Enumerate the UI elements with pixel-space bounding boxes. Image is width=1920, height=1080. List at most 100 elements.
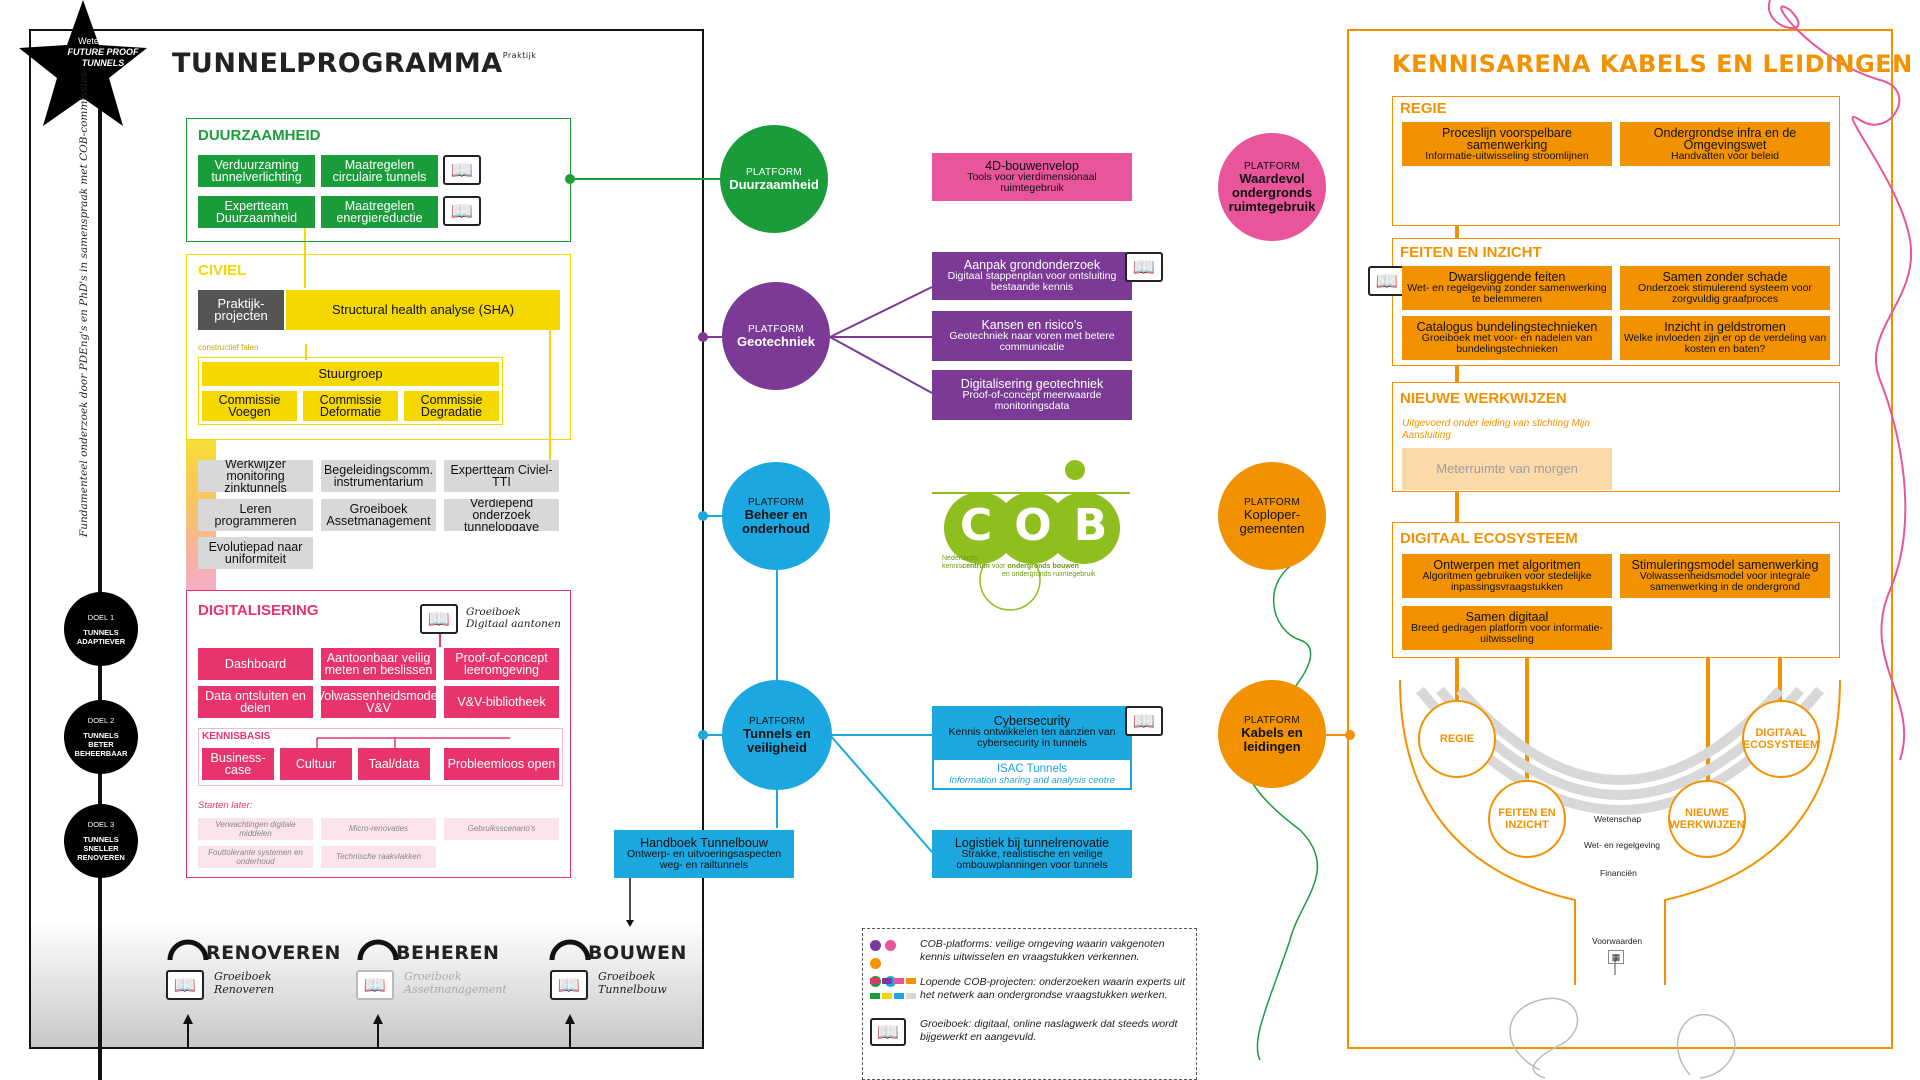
- data-ontsluiten[interactable]: Data ontsluiten en delen: [198, 686, 313, 718]
- commissie-degradatie[interactable]: Commissie Degradatie: [404, 391, 499, 421]
- proof-of-concept[interactable]: Proof-of-concept leeromgeving: [444, 648, 559, 680]
- platform-label: PLATFORM: [747, 496, 805, 508]
- goal-2: DOEL 2 TUNNELS BETER BEHEERBAAR: [64, 700, 138, 774]
- project-kansen[interactable]: Kansen en risico's Geotechniek naar vore…: [932, 311, 1132, 361]
- praktijk-projecten[interactable]: Praktijk-projecten: [198, 290, 284, 330]
- grey-item-5[interactable]: Groeiboek Assetmanagement: [321, 499, 436, 531]
- project-grondonderzoek[interactable]: Aanpak grondonderzoek Digitaal stappenpl…: [932, 252, 1132, 300]
- platform-name: Geotechniek: [736, 333, 816, 349]
- vv-bibliotheek[interactable]: V&V-bibliotheek: [444, 686, 559, 718]
- kennisbasis-title: KENNISBASIS: [202, 731, 271, 742]
- project-title: 4D-bouwenvelop: [985, 159, 1079, 173]
- project-sub: Tools voor vierdimensionaal ruimtegebrui…: [967, 171, 1097, 194]
- star-label: Wetenschap FUTURE PROOF TUNNELS: [56, 36, 150, 69]
- duurzaam-item-1[interactable]: Verduurzaming tunnelverlichting: [198, 155, 315, 187]
- volwassenheidsmodel[interactable]: Volwassenheidsmodel V&V: [321, 686, 436, 718]
- book-icon[interactable]: 📖: [1125, 252, 1163, 282]
- bouwen-title: BOUWEN: [588, 942, 687, 964]
- book-icon[interactable]: 📖: [1368, 266, 1406, 296]
- kennisbasis-frame: [198, 728, 563, 786]
- book-icon[interactable]: 📖: [420, 604, 458, 634]
- platform-beheer[interactable]: PLATFORM Beheer en onderhoud: [722, 462, 830, 570]
- eco-item-1[interactable]: Ontwerpen met algoritmen Algoritmen gebr…: [1402, 554, 1612, 598]
- meterruimte-box[interactable]: Meterruimte van morgen: [1402, 448, 1612, 490]
- stuurgroep-box[interactable]: Stuurgroep: [202, 362, 499, 386]
- book-icon[interactable]: 📖: [1125, 706, 1163, 736]
- cob-logo-letters: COB: [960, 500, 1130, 551]
- platform-ruimtegebruik[interactable]: PLATFORM Waardevol ondergronds ruimtegeb…: [1218, 133, 1326, 241]
- grey-item-1[interactable]: Werkwijzer monitoring zinktunnels: [198, 460, 313, 492]
- duurzaamheid-title: DUURZAAMHEID: [198, 127, 321, 144]
- feiten-item-3[interactable]: Catalogus bundelingstechnieken Groeiboek…: [1402, 316, 1612, 360]
- duurzaam-item-3[interactable]: Expertteam Duurzaamheid: [198, 196, 315, 228]
- duurzaam-item-2[interactable]: Maatregelen circulaire tunnels: [321, 155, 438, 187]
- dashboard[interactable]: Dashboard: [198, 648, 313, 680]
- groeiboek-renoveren: Groeiboek Renoveren: [214, 970, 275, 996]
- project-4d-bouwenvelop[interactable]: 4D-bouwenvelop Tools voor vierdimensiona…: [932, 153, 1132, 201]
- arc-label-wet: Wet- en regelgeving: [1584, 840, 1660, 850]
- book-icon[interactable]: 📖: [356, 970, 394, 1000]
- nieuwe-note: Uitgevoerd onder leiding van stichting M…: [1402, 418, 1590, 441]
- feiten-item-2[interactable]: Samen zonder schade Onderzoek stimuleren…: [1620, 266, 1830, 310]
- goal-1-text: TUNNELS ADAPTIEVER: [76, 627, 126, 646]
- book-icon[interactable]: 📖: [443, 155, 481, 185]
- platform-koplopers[interactable]: PLATFORM Koploper-gemeenten: [1218, 462, 1326, 570]
- duurzaam-item-4[interactable]: Maatregelen energiereductie: [321, 196, 438, 228]
- item-title: Ontwerpen met algoritmen: [1433, 558, 1581, 572]
- commissie-voegen[interactable]: Commissie Voegen: [202, 391, 297, 421]
- grey-item-3[interactable]: Expertteam Civiel-TTI: [444, 460, 559, 492]
- platform-duurzaamheid[interactable]: PLATFORM Duurzaamheid: [720, 125, 828, 233]
- project-logistiek[interactable]: Logistiek bij tunnelrenovatie Strakke, r…: [932, 830, 1132, 878]
- grey-item-7[interactable]: Evolutiepad naar uniformiteit: [198, 537, 313, 569]
- commissie-deformatie[interactable]: Commissie Deformatie: [303, 391, 398, 421]
- feiten-section: [1392, 238, 1840, 366]
- regie-title: REGIE: [1400, 100, 1447, 117]
- star-line1: FUTURE PROOF: [67, 47, 139, 57]
- project-sub: Proof-of-concept meerwaarde monitoringsd…: [962, 389, 1102, 412]
- item-sub: Informatie-uitwisseling stroomlijnen: [1425, 149, 1589, 162]
- platform-geotechniek[interactable]: PLATFORM Geotechniek: [722, 282, 830, 390]
- platform-label: PLATFORM: [1243, 496, 1301, 508]
- project-cybersecurity[interactable]: Cybersecurity Kennis ontwikkelen ten aan…: [932, 706, 1132, 758]
- business-case[interactable]: Business-case: [202, 748, 274, 780]
- regie-item-2[interactable]: Ondergrondse infra en de Omgevingswet Ha…: [1620, 122, 1830, 166]
- item-title: Ondergrondse infra en de Omgevingswet: [1653, 125, 1797, 152]
- goal-3-label: DOEL 3: [87, 820, 115, 829]
- regie-section: [1392, 96, 1840, 226]
- grey-item-2[interactable]: Begeleidingscomm. instrumentarium: [321, 460, 436, 492]
- platform-veiligheid[interactable]: PLATFORM Tunnels en veiligheid: [722, 680, 832, 790]
- eco-title: DIGITAAL ECOSYSTEEM: [1400, 530, 1578, 547]
- book-icon[interactable]: 📖: [443, 196, 481, 226]
- book-icon[interactable]: 📖: [166, 970, 204, 1000]
- eco-item-2[interactable]: Stimuleringsmodel samenwerking Volwassen…: [1620, 554, 1830, 598]
- platform-label: PLATFORM: [1243, 714, 1301, 726]
- platform-label: PLATFORM: [745, 166, 803, 178]
- goal-1: DOEL 1 TUNNELS ADAPTIEVER: [64, 592, 138, 666]
- book-icon[interactable]: 📖: [550, 970, 588, 1000]
- cultuur[interactable]: Cultuur: [280, 748, 352, 780]
- project-digitalisering-geotechniek[interactable]: Digitalisering geotechniek Proof-of-conc…: [932, 370, 1132, 420]
- eco-item-3[interactable]: Samen digitaal Breed gedragen platform v…: [1402, 606, 1612, 650]
- platform-name: Beheer en onderhoud: [742, 506, 810, 536]
- feiten-item-4[interactable]: Inzicht in geldstromen Welke invloeden z…: [1620, 316, 1830, 360]
- beheren-title: BEHEREN: [396, 942, 500, 964]
- project-handboek[interactable]: Handboek Tunnelbouw Ontwerp- en uitvoeri…: [614, 830, 794, 878]
- legend-platforms: COB-platforms: veilige omgeving waarin v…: [920, 938, 1165, 963]
- probleemloos-open[interactable]: Probleemloos open: [444, 748, 559, 780]
- item-title: Samen digitaal: [1465, 610, 1549, 624]
- grey-item-6[interactable]: Verdiepend onderzoek tunnelopgave: [444, 499, 559, 531]
- regie-item-1[interactable]: Proceslijn voorspelbare samenwerking Inf…: [1402, 122, 1612, 166]
- feiten-item-1[interactable]: Dwarsliggende feiten Wet- en regelgeving…: [1402, 266, 1612, 310]
- grey-item-4[interactable]: Leren programmeren: [198, 499, 313, 531]
- sha-box[interactable]: Structural health analyse (SHA): [286, 290, 560, 330]
- platform-kabels[interactable]: PLATFORM Kabels en leidingen: [1218, 680, 1326, 788]
- item-sub: Breed gedragen platform voor informatie-…: [1410, 622, 1603, 645]
- project-sub: Kennis ontwikkelen ten aanzien van cyber…: [948, 726, 1116, 749]
- aantoonbaar-veilig[interactable]: Aantoonbaar veilig meten en beslissen: [321, 648, 436, 680]
- project-sub: Digitaal stappenplan voor ontsluiting be…: [947, 270, 1117, 293]
- tunnelprogramma-sup: Praktijk: [502, 51, 537, 60]
- taal-data[interactable]: Taal/data: [358, 748, 430, 780]
- project-isac[interactable]: ISAC Tunnels Information sharing and ana…: [932, 758, 1132, 790]
- cob-logo-tagline: Nederlands kenniscentrum voor ondergrond…: [942, 555, 1122, 579]
- item-sub: Wet- en regelgeving zonder samenwerking …: [1407, 282, 1607, 305]
